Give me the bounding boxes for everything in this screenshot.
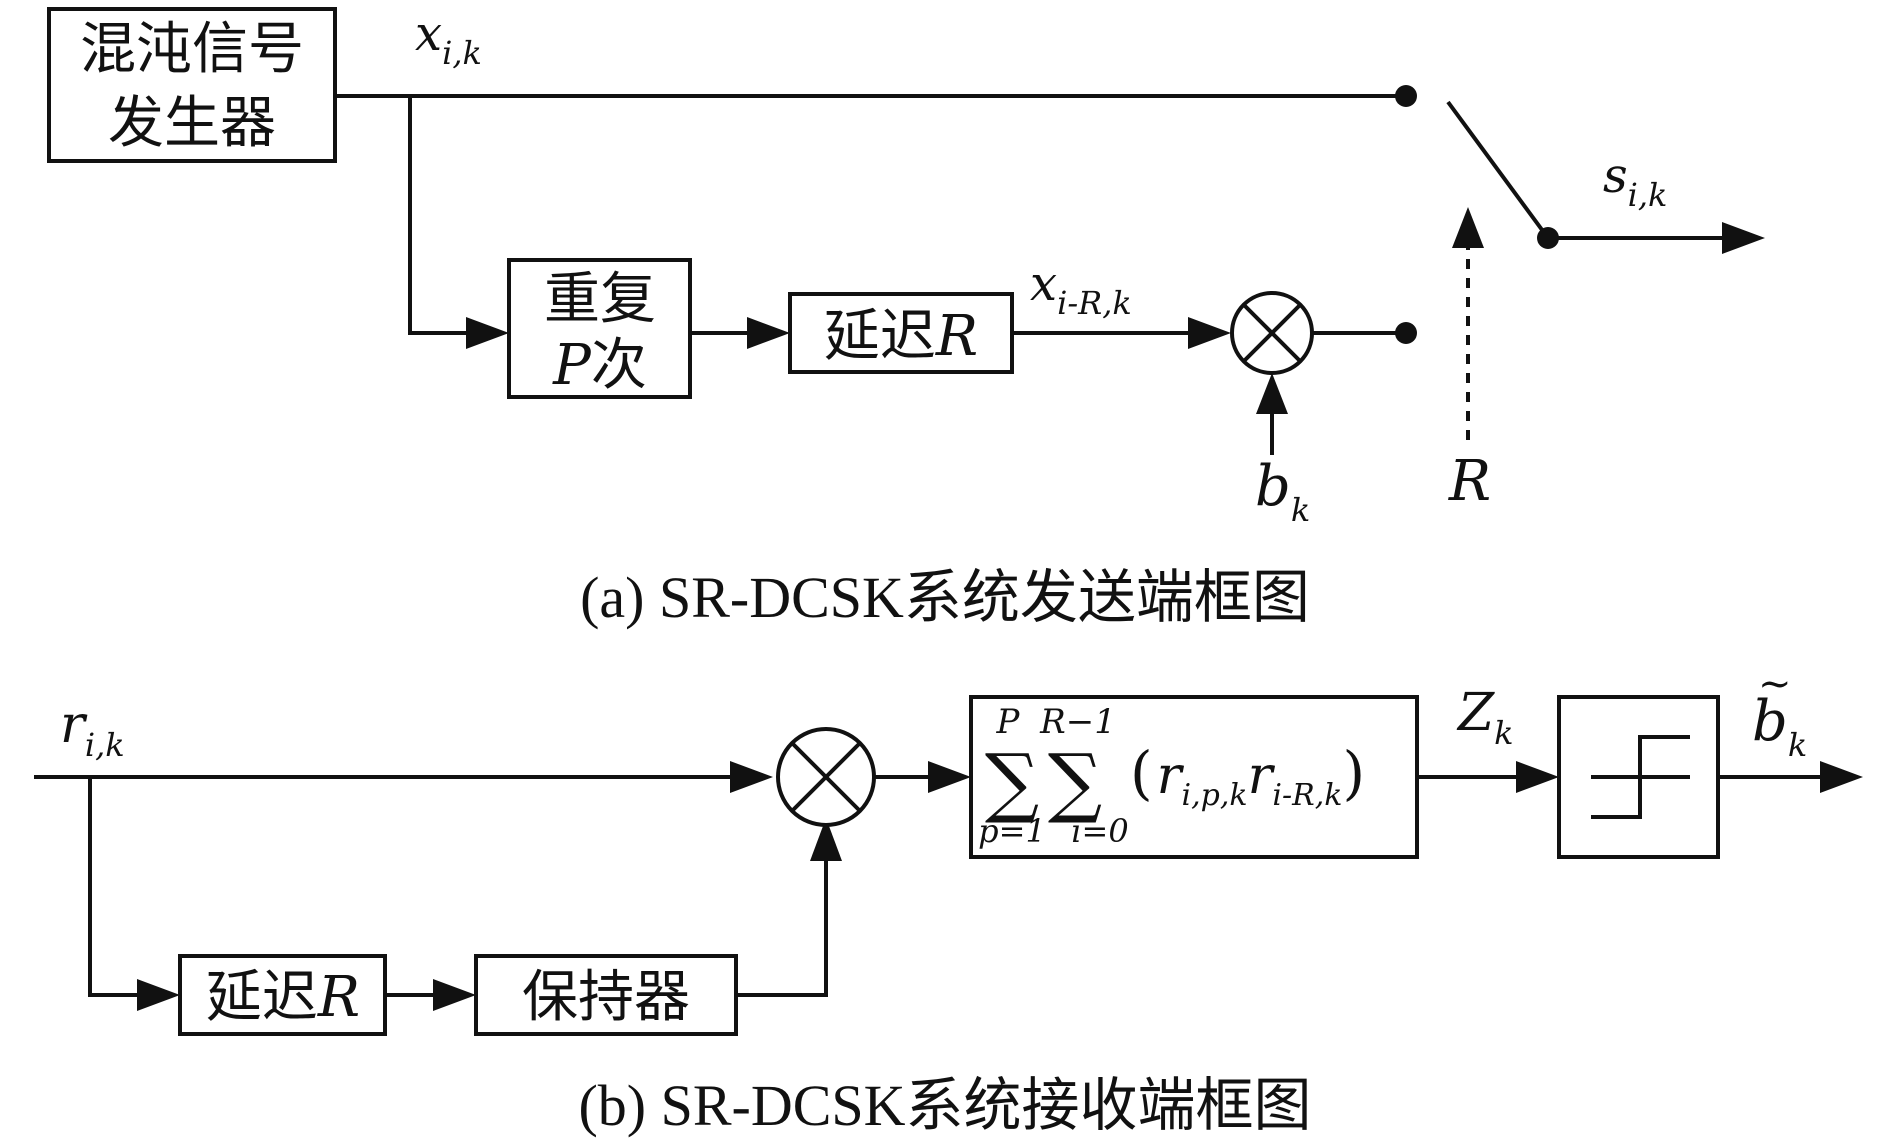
sum-lower-p: p=1: [978, 812, 1046, 850]
repeat-label-line1: 重复: [544, 267, 656, 332]
arrow-to-sum: [928, 761, 971, 793]
repeat-block: [507, 258, 692, 399]
arrow-to-mixer-tx: [1188, 317, 1231, 349]
arrow-hold-to-mixer: [810, 818, 842, 861]
sum-sigma-1: ∑: [985, 737, 1039, 826]
arrow-bk: [1256, 373, 1288, 414]
switch-contact-bottom: [1395, 322, 1417, 344]
delay-label-rx: 延迟R: [206, 965, 360, 1030]
sum-upper-p: P: [996, 702, 1021, 742]
sum-upper-r: R−1: [1039, 702, 1116, 742]
signal-b-hat-label: bk: [1752, 689, 1807, 764]
arrow-output-tx: [1722, 222, 1765, 254]
caption-receiver: (b) SR-DCSK系统接收端框图: [578, 1073, 1311, 1138]
multiplier-tx-cross-b: [1242, 303, 1302, 363]
arrow-switch-control: [1452, 207, 1484, 248]
signal-x-label: xi,k: [415, 6, 482, 72]
sum-term: (ri,p,kri-R,k): [1130, 739, 1365, 813]
signal-b-label: bk: [1255, 454, 1310, 529]
sum-lower-i: i=0: [1071, 812, 1128, 850]
caption-transmitter: (a) SR-DCSK系统发送端框图: [580, 565, 1310, 630]
chaos-generator-label-line1: 混沌信号: [80, 17, 304, 82]
arrow-to-delay: [747, 317, 790, 349]
arrow-to-hold: [433, 979, 476, 1011]
signal-s-label: si,k: [1603, 148, 1667, 214]
arrow-to-decision: [1516, 761, 1559, 793]
multiplier-rx-cross-b: [790, 741, 862, 813]
summation-block: [969, 695, 1419, 859]
transmitter-diagram: 混沌信号 发生器 xi,k 重复 P次 延迟R xi-R,k: [47, 6, 1765, 630]
hold-label: 保持器: [522, 965, 690, 1030]
chaos-generator-block: [47, 7, 337, 163]
arrow-to-repeat: [466, 317, 509, 349]
chaos-generator-label-line2: 发生器: [108, 91, 276, 156]
receiver-branch-line: [88, 777, 160, 997]
hold-to-mixer-line: [736, 840, 828, 997]
receiver-diagram: ri,k 延迟R 保持器 P R−1 ∑ ∑ p=1: [34, 661, 1863, 1138]
signal-z-label: Zk: [1456, 683, 1514, 752]
arrow-to-mixer-rx: [730, 761, 773, 793]
arrow-to-delay-rx: [137, 979, 180, 1011]
delay-block-tx: [788, 292, 1014, 374]
switch-contact-top: [1395, 85, 1417, 107]
hold-block: [474, 954, 738, 1036]
sum-sigma-2: ∑: [1048, 737, 1102, 826]
arrow-output-rx: [1820, 761, 1863, 793]
branch-line: [408, 96, 490, 335]
switch-blade: [1446, 100, 1550, 240]
signal-r-label: ri,k: [60, 695, 125, 764]
switch-control-label: R: [1448, 449, 1491, 514]
repeat-label-line2: P次: [552, 333, 647, 398]
signal-x-delayed-label: xi-R,k: [1030, 256, 1132, 322]
delay-label-tx: 延迟R: [824, 304, 978, 369]
signal-b-hat-accent: ~: [1758, 661, 1792, 707]
